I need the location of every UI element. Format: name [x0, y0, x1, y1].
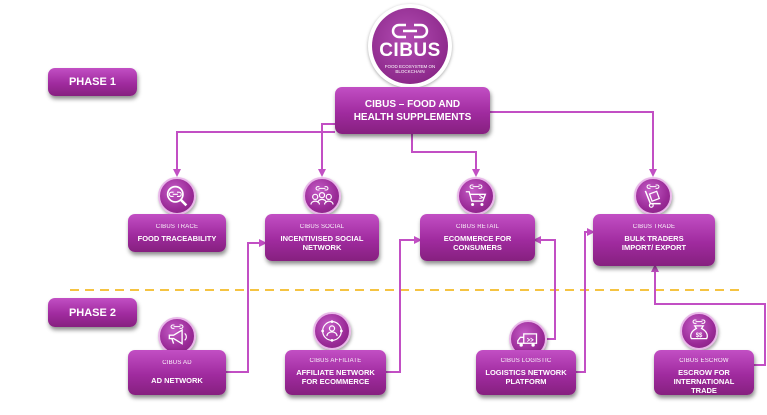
trace-small-label: CIBUS TRACE: [155, 224, 199, 230]
social-small-label: CIBUS SOCIAL: [299, 224, 345, 230]
trace-label: FOOD TRACEABILITY: [137, 234, 217, 243]
ad-label: AD NETWORK: [151, 376, 203, 385]
delivery-truck-icon: [517, 333, 538, 347]
escrow-label: ESCROW FOR INTERNATIONAL TRADE: [673, 368, 735, 395]
logo-text: CIBUS: [379, 40, 441, 61]
logistic-small-label: CIBUS LOGISTIC: [500, 358, 552, 364]
connector-main-to-trace: [173, 131, 335, 177]
main-node: CIBUS – FOOD AND HEALTH SUPPLEMENTS: [335, 87, 490, 134]
escrow-circle: $$: [680, 312, 718, 350]
logo-ring-text: FOOD ECOSYSTEM ON BLOCKCHAIN: [384, 64, 436, 74]
connector-logistic-to-retail: [533, 236, 556, 340]
ad-small-label: CIBUS AD: [162, 360, 192, 366]
retail-small-label: CIBUS RETAIL: [456, 224, 499, 230]
affiliate-circle: [313, 312, 351, 350]
escrow-small-label: CIBUS ESCROW: [679, 358, 729, 364]
logistic-label: LOGISTICS NETWORK PLATFORM: [485, 368, 567, 386]
people-network-icon: [310, 186, 334, 205]
connector-ad-to-social: [226, 239, 267, 373]
social-node: CIBUS SOCIAL INCENTIVISED SOCIAL NETWORK: [265, 214, 379, 261]
connector-escrow-to-trade: [651, 264, 766, 366]
chain-link-icon: [391, 23, 429, 39]
magnifier-link-icon: [166, 185, 188, 207]
main-node-title: CIBUS – FOOD AND HEALTH SUPPLEMENTS: [353, 98, 472, 123]
logistic-node: CIBUS LOGISTIC LOGISTICS NETWORK PLATFOR…: [476, 350, 576, 395]
affiliate-label: AFFILIATE NETWORK FOR ECOMMERCE: [296, 368, 375, 386]
connector-main-to-trade: [490, 111, 657, 177]
phase-1-label: PHASE 1: [48, 68, 137, 96]
retail-circle: [457, 177, 495, 215]
trade-label: BULK TRADERS IMPORT/ EXPORT: [621, 234, 687, 252]
megaphone-icon: [168, 324, 187, 345]
shopping-cart-icon: [465, 184, 487, 207]
social-label: INCENTIVISED SOCIAL NETWORK: [280, 234, 364, 252]
phase-2-label: PHASE 2: [48, 298, 137, 327]
social-circle: [303, 177, 341, 215]
hand-truck-icon: [644, 184, 661, 208]
money-bag-icon: $$: [690, 319, 708, 340]
trade-circle: [634, 177, 672, 215]
connector-main-to-social: [318, 123, 335, 177]
affiliate-node: CIBUS AFFILIATE AFFILIATE NETWORK FOR EC…: [285, 350, 386, 395]
ad-node: CIBUS AD AD NETWORK: [128, 350, 226, 395]
affiliate-person-icon: [321, 320, 343, 342]
trace-node: CIBUS TRACE FOOD TRACEABILITY: [128, 214, 226, 252]
connector-logistic-to-trade: [576, 228, 595, 373]
svg-text:$$: $$: [696, 333, 703, 339]
trace-circle: [158, 177, 196, 215]
affiliate-small-label: CIBUS AFFILIATE: [309, 358, 362, 364]
retail-label: ECOMMERCE FOR CONSUMERS: [443, 234, 512, 252]
connector-main-to-retail: [411, 134, 480, 177]
escrow-node: CIBUS ESCROW ESCROW FOR INTERNATIONAL TR…: [654, 350, 754, 395]
trade-small-label: CIBUS TRADE: [632, 224, 676, 230]
cibus-logo: CIBUS FOOD ECOSYSTEM ON BLOCKCHAIN: [368, 4, 452, 88]
connector-affiliate-to-retail: [386, 236, 422, 373]
trade-node: CIBUS TRADE BULK TRADERS IMPORT/ EXPORT: [593, 214, 715, 266]
retail-node: CIBUS RETAIL ECOMMERCE FOR CONSUMERS: [420, 214, 535, 261]
